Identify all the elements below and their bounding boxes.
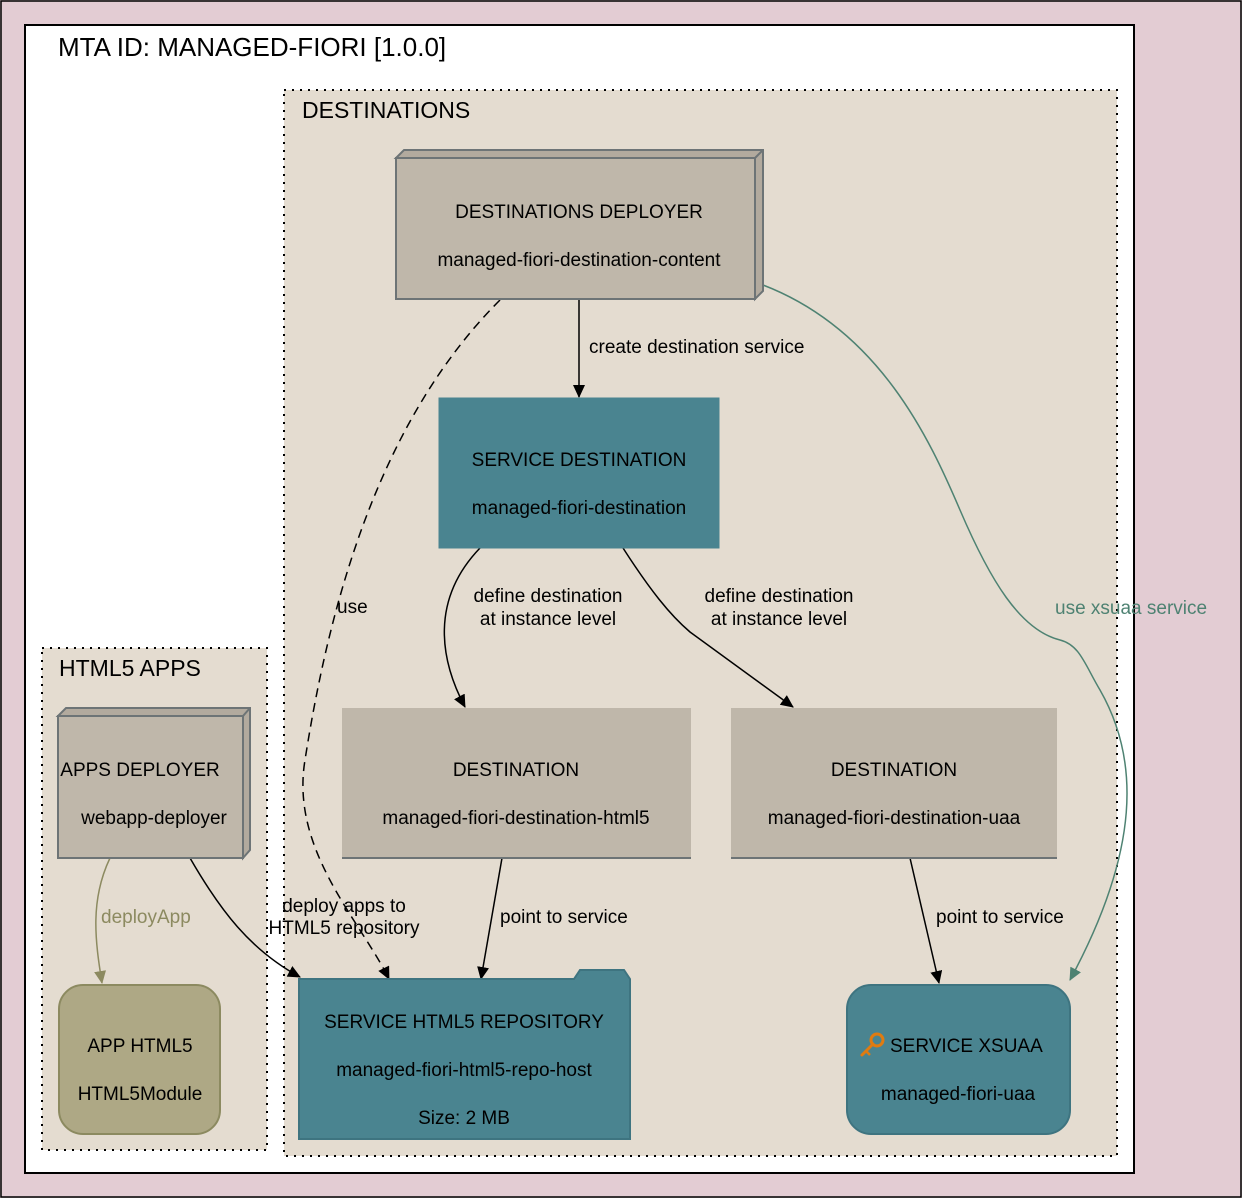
svg-text:at instance level: at instance level <box>711 609 847 630</box>
node-app-html5: APP HTML5 HTML5Module <box>58 984 221 1135</box>
svg-text:deployApp: deployApp <box>101 907 191 928</box>
node-type-label: DESTINATION <box>831 760 957 781</box>
cluster-html5-apps-label: HTML5 APPS <box>59 655 201 681</box>
edge-use-xsuaa-service: use xsuaa service <box>762 284 1207 981</box>
node-type-label: DESTINATIONS DEPLOYER <box>455 202 703 223</box>
node-name-label: webapp-deployer <box>80 808 227 829</box>
svg-text:point to service: point to service <box>500 907 628 928</box>
node-name-label: managed-fiori-destination <box>472 498 686 519</box>
edge-point-to-service-html5: point to service <box>477 857 628 980</box>
node-name-label: managed-fiori-html5-repo-host <box>336 1060 592 1081</box>
svg-text:at instance level: at instance level <box>480 609 616 630</box>
node-name-label: managed-fiori-destination-uaa <box>768 808 1021 829</box>
node-apps-deployer: APPS DEPLOYER webapp-deployer <box>55 707 251 861</box>
edge-define-destination-html5: define destination at instance level <box>443 547 623 708</box>
svg-text:point to service: point to service <box>936 907 1064 928</box>
svg-text:create destination service: create destination service <box>589 337 804 358</box>
node-type-label: SERVICE HTML5 REPOSITORY <box>324 1012 604 1033</box>
svg-text:deploy apps to: deploy apps to <box>282 896 406 917</box>
edge-deploy-app: deployApp <box>94 857 191 984</box>
edge-point-to-service-uaa: point to service <box>909 857 1064 984</box>
svg-text:define destination: define destination <box>474 586 623 607</box>
cluster-destinations-label: DESTINATIONS <box>302 97 470 123</box>
svg-text:use: use <box>337 597 368 618</box>
node-name-label: managed-fiori-destination-content <box>437 250 721 271</box>
edge-define-destination-uaa: define destination at instance level <box>622 547 854 708</box>
edge-create-destination-service: create destination service <box>573 300 804 398</box>
node-service-destination: SERVICE DESTINATION managed-fiori-destin… <box>438 397 720 549</box>
node-destination-html5: DESTINATION managed-fiori-destination-ht… <box>342 708 691 859</box>
node-name-label: managed-fiori-uaa <box>881 1084 1036 1105</box>
node-name-label: HTML5Module <box>78 1084 203 1105</box>
svg-text:HTML5 repository: HTML5 repository <box>269 918 420 939</box>
node-size-label: Size: 2 MB <box>418 1108 510 1129</box>
node-destinations-deployer: DESTINATIONS DEPLOYER managed-fiori-dest… <box>393 149 764 302</box>
edge-use: use <box>302 299 501 980</box>
node-name-label: managed-fiori-destination-html5 <box>382 808 649 829</box>
svg-text:define destination: define destination <box>705 586 854 607</box>
edge-deploy-apps-to-repository: deploy apps to HTML5 repository <box>189 857 420 978</box>
svg-text:use xsuaa service: use xsuaa service <box>1055 598 1207 619</box>
node-type-label: APP HTML5 <box>87 1036 192 1057</box>
mta-title: MTA ID: MANAGED-FIORI [1.0.0] <box>58 32 446 62</box>
node-service-html5-repository: SERVICE HTML5 REPOSITORY managed-fiori-h… <box>298 969 631 1140</box>
node-type-label: APPS DEPLOYER <box>60 760 219 781</box>
node-type-label: SERVICE DESTINATION <box>472 450 687 471</box>
node-destination-uaa: DESTINATION managed-fiori-destination-ua… <box>731 708 1057 859</box>
node-type-label: SERVICE XSUAA <box>890 1036 1043 1057</box>
node-type-label: DESTINATION <box>453 760 579 781</box>
node-service-xsuaa: SERVICE XSUAA managed-fiori-uaa <box>846 984 1071 1135</box>
key-icon <box>860 1032 885 1057</box>
